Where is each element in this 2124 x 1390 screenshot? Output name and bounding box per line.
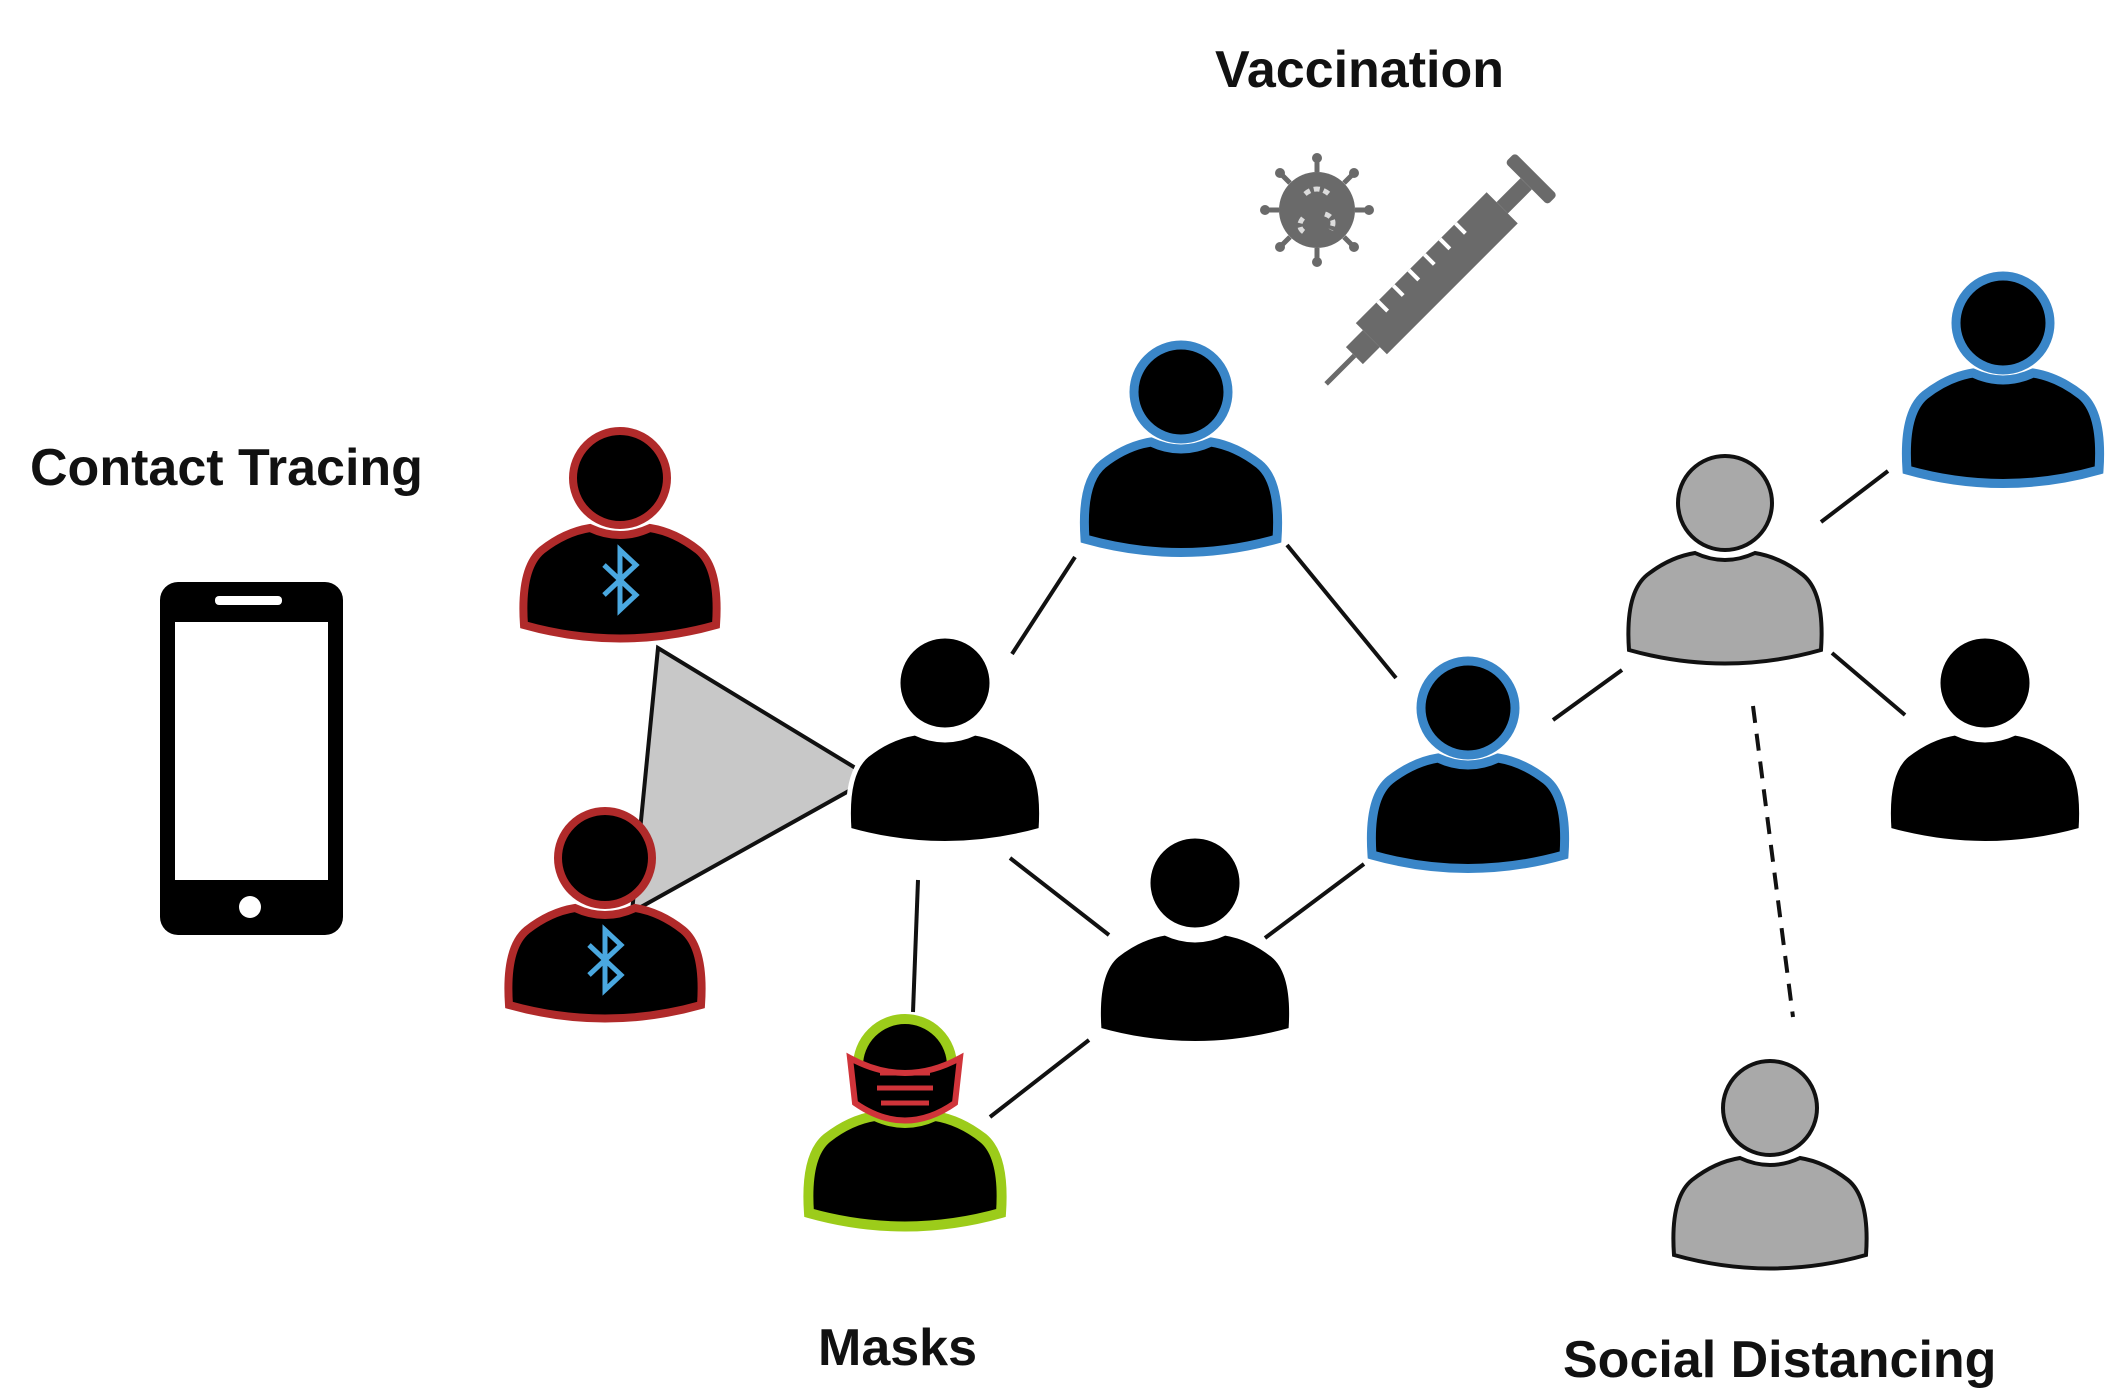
label-vaccination: Vaccination <box>1215 41 1504 99</box>
mask-icon <box>846 1052 964 1124</box>
edge <box>1010 555 1077 656</box>
edge <box>911 879 920 1013</box>
person-vaccinated-1 <box>1084 345 1277 553</box>
person-gray-2 <box>1671 1059 1869 1271</box>
person-contact-traced-1 <box>523 431 716 639</box>
person-masked <box>808 1019 1001 1227</box>
edge <box>1551 668 1624 722</box>
edge <box>1830 651 1907 717</box>
edge <box>1008 856 1111 937</box>
bluetooth-icon <box>602 544 640 616</box>
edge <box>1819 469 1890 524</box>
edge <box>988 1038 1091 1119</box>
bluetooth-icon <box>587 924 625 996</box>
person-vaccinated-3 <box>1906 276 2099 484</box>
person-node <box>848 636 1041 844</box>
label-contact-tracing: Contact Tracing <box>30 439 423 497</box>
edge <box>1263 862 1366 940</box>
person-node <box>1098 836 1291 1044</box>
person-gray-1 <box>1626 454 1824 666</box>
label-social-distancing: Social Distancing <box>1563 1331 1997 1389</box>
person-vaccinated-2 <box>1371 661 1564 869</box>
phone-icon <box>160 582 343 935</box>
network-edges <box>911 469 1907 1119</box>
edge <box>1285 543 1398 680</box>
person-node <box>1888 636 2081 844</box>
person-contact-traced-2 <box>508 811 701 1019</box>
edge-social-distance <box>1751 705 1795 1018</box>
label-masks: Masks <box>818 1319 977 1377</box>
contact-tracing-triangle <box>629 644 876 916</box>
virus-icon <box>1260 153 1374 267</box>
